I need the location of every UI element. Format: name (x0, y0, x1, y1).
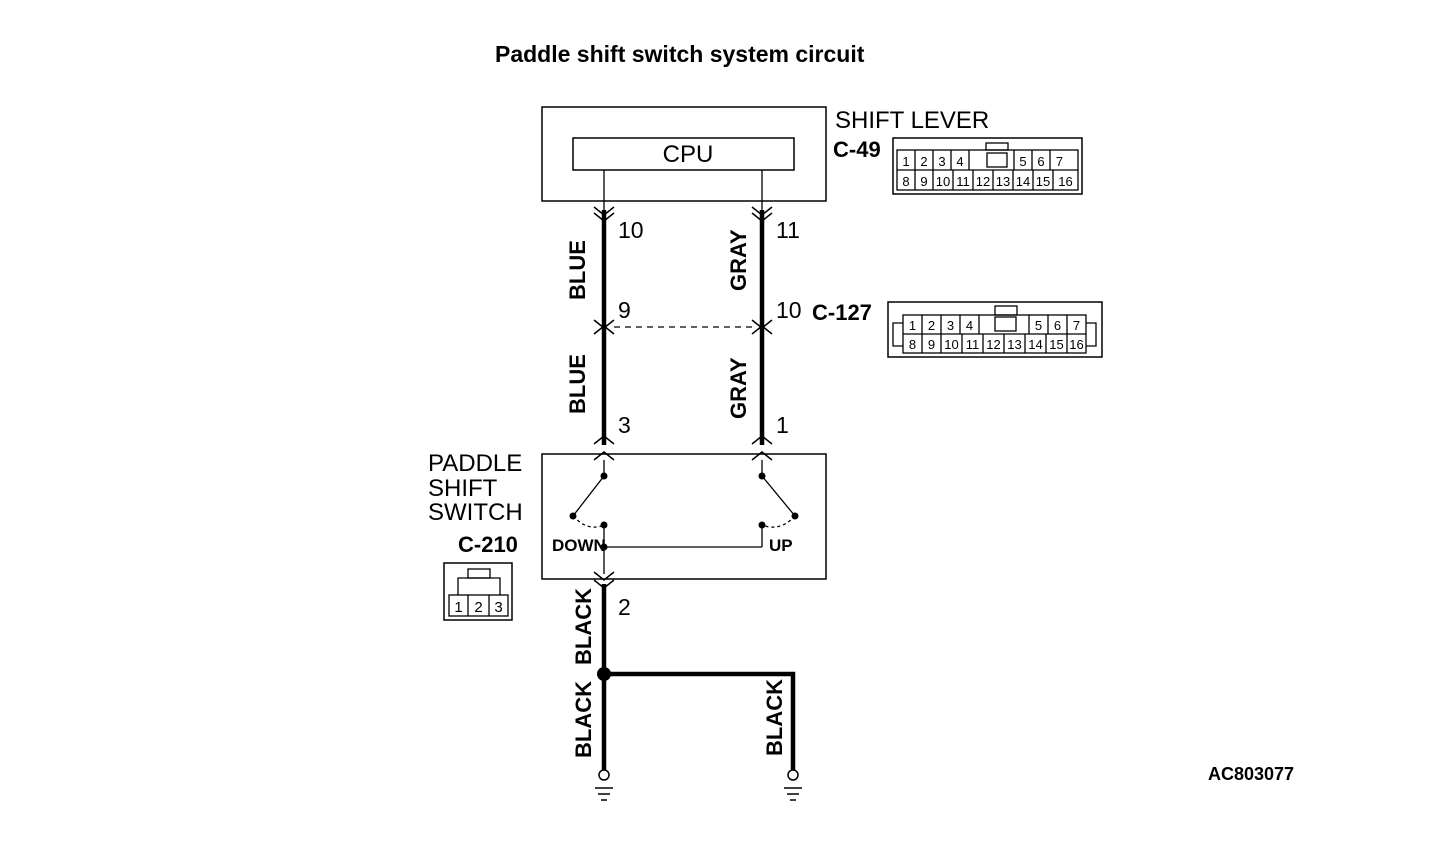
paddle-switch-name-line-2: SHIFT (428, 475, 498, 502)
c210-pin-1: 1 (454, 599, 462, 616)
cpu-label: CPU (663, 141, 714, 168)
connector-pin-number: 9 (920, 174, 927, 189)
c210-pin-2: 2 (474, 599, 482, 616)
connector-pin-number: 5 (1035, 318, 1042, 333)
connector-pin-number: 14 (1016, 174, 1030, 189)
connector-pin-number: 13 (996, 174, 1010, 189)
switch-contact-dots (569, 472, 799, 551)
connector-pin-number: 10 (944, 337, 958, 352)
diagram-title: Paddle shift switch system circuit (495, 41, 865, 67)
wire-color-ground-left: BLACK (571, 681, 596, 758)
ground-wire-right (604, 671, 796, 770)
paddle-switch-name: PADDLE SHIFT SWITCH (428, 450, 523, 526)
pin-switch-ground: 2 (618, 594, 631, 620)
paddle-switch-connector-code: C-210 (458, 532, 518, 557)
connector-pin-number: 6 (1037, 154, 1044, 169)
connector-pin-number: 6 (1054, 318, 1061, 333)
up-contact-label: UP (769, 536, 793, 555)
pin-c127-left: 9 (618, 297, 631, 323)
paddle-switch-box (541, 453, 827, 580)
ground-symbol-right-icon (784, 769, 802, 801)
c210-connector-face: 1 2 3 (443, 562, 513, 621)
wire-color-left-middle: BLUE (565, 354, 590, 414)
connector-pin-number: 12 (976, 174, 990, 189)
pin-cpu-right: 11 (776, 217, 800, 243)
connector-pin-number: 10 (936, 174, 950, 189)
connector-pin-number: 14 (1028, 337, 1042, 352)
shift-lever-connector-code: C-49 (833, 137, 881, 162)
connector-pin-number: 3 (938, 154, 945, 169)
figure-code: AC803077 (1208, 764, 1294, 784)
connector-pin-number: 16 (1058, 174, 1072, 189)
connector-pin-number: 5 (1019, 154, 1026, 169)
ground-splice-point (597, 667, 611, 681)
connector-pin-number: 9 (928, 337, 935, 352)
connector-pin-number: 4 (966, 318, 973, 333)
ground-symbol-left-icon (595, 769, 613, 801)
connector-pin-number: 13 (1007, 337, 1021, 352)
pin-switch-right: 1 (776, 412, 789, 438)
connector-pin-number: 7 (1056, 154, 1063, 169)
wire-color-left-upper: BLUE (565, 240, 590, 300)
paddle-switch-name-line-3: SWITCH (428, 499, 523, 526)
pin-c127-right: 10 (776, 297, 802, 323)
wire-color-ground-upper: BLACK (571, 588, 596, 665)
connector-pin-number: 8 (902, 174, 909, 189)
connector-pin-number: 3 (947, 318, 954, 333)
wire-color-right-middle: GRAY (726, 357, 751, 419)
connector-pin-number: 15 (1049, 337, 1063, 352)
wire-color-right-upper: GRAY (726, 229, 751, 291)
cpu-box (572, 137, 795, 171)
connector-pin-number: 8 (909, 337, 916, 352)
shift-lever-label: SHIFT LEVER (835, 107, 989, 134)
connector-pin-number: 11 (956, 174, 970, 189)
connector-pin-number: 16 (1069, 337, 1083, 352)
connector-pin-number: 7 (1073, 318, 1080, 333)
connector-pin-number: 2 (928, 318, 935, 333)
c127-connector-code: C-127 (812, 300, 872, 325)
connector-pin-number: 1 (909, 318, 916, 333)
connector-pin-number: 2 (920, 154, 927, 169)
connector-chevrons (593, 206, 773, 589)
connector-pin-number: 1 (902, 154, 909, 169)
down-contact-label: DOWN (552, 536, 606, 555)
paddle-switch-name-line-1: PADDLE (428, 450, 522, 477)
connector-pin-number: 12 (986, 337, 1000, 352)
shift-lever-box (541, 106, 827, 202)
pin-switch-left: 3 (618, 412, 631, 438)
connector-pin-number: 15 (1036, 174, 1050, 189)
wire-color-ground-right: BLACK (762, 679, 787, 756)
connector-pin-number: 11 (966, 337, 980, 352)
c210-pin-3: 3 (494, 599, 502, 616)
connector-pin-number: 4 (956, 154, 963, 169)
pin-cpu-left: 10 (618, 217, 644, 243)
